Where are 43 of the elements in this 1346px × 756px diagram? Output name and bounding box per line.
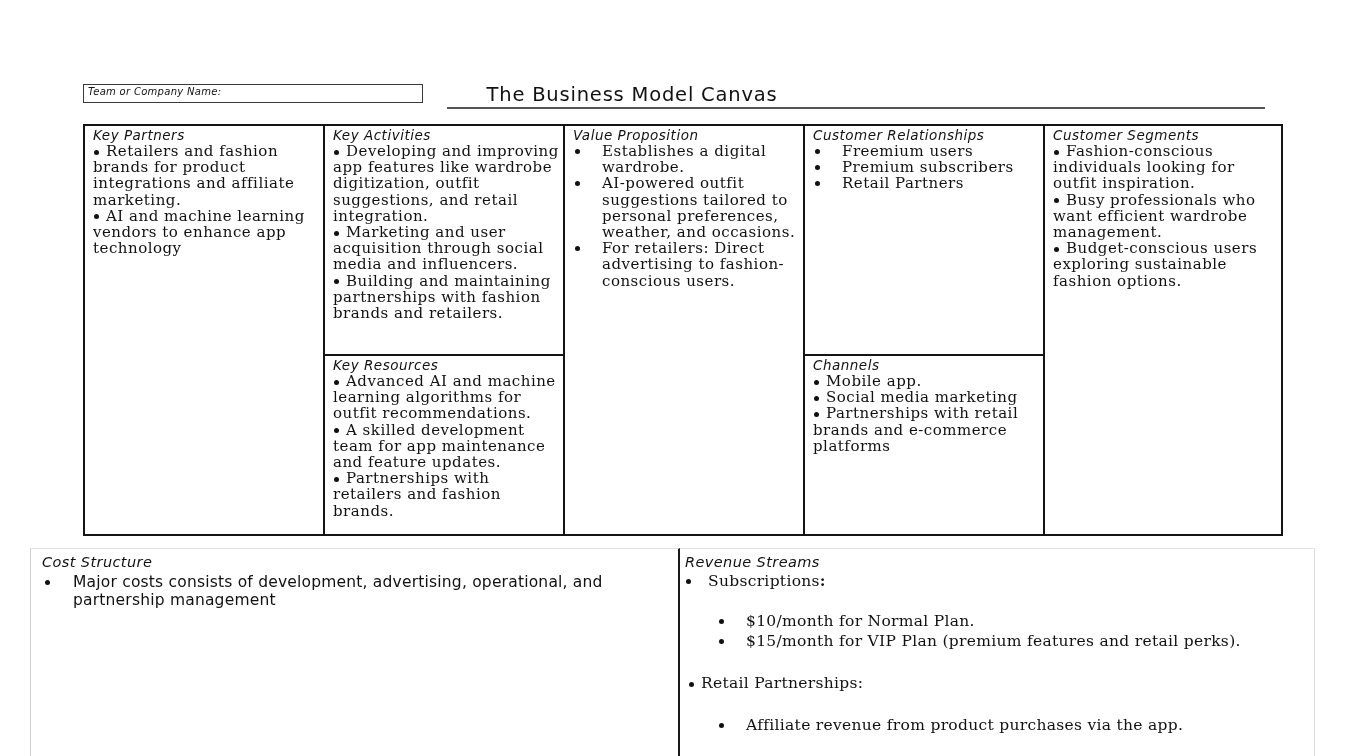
bullet-point: Retail Partnerships:: [685, 673, 1306, 693]
bullet-point: Subscriptions:: [685, 571, 1306, 591]
block-heading: Revenue Streams: [685, 553, 820, 571]
bullet-point: Developing and improving app features like wardrobe digitization, outfit suggestions, and retail integration.: [333, 143, 559, 224]
bullet-point: A skilled development team for app maintenance and feature updates.: [333, 421, 559, 471]
bullet-point: Freemium users: [813, 143, 1039, 160]
bullet-point: Advanced AI and machine learning algorithms for outfit recommendations.: [333, 373, 559, 422]
canvas-block: [1043, 124, 1283, 536]
bullet-point: Marketing and user acquisition through social media and influencers.: [333, 224, 559, 273]
block-heading: Key Activities: [333, 128, 431, 143]
block-heading: Customer Relationships: [813, 128, 985, 143]
block-heading: Key Resources: [333, 358, 439, 373]
bullet-point: Establishes a digital wardrobe.: [573, 143, 799, 176]
page-title: The Business Model Canvas: [486, 83, 778, 107]
bullet-point: Social media marketing: [813, 389, 1039, 406]
bullet-point: $10/month for Normal Plan.: [685, 611, 1306, 631]
bullet-point: Partnerships with retailers and fashion brands.: [333, 470, 559, 519]
bullet-point: Mobile app.: [813, 373, 1039, 390]
block-heading: Customer Segments: [1053, 128, 1200, 143]
name-field: [83, 84, 423, 103]
bullet-point: Building and maintaining partnerships with fashion brands and retailers.: [333, 272, 559, 322]
canvas-block: [83, 124, 325, 536]
bullet-point: Busy professionals who want efficient wardrobe management.: [1053, 191, 1277, 241]
bullet-point: AI and machine learning vendors to enhance app technology: [93, 207, 319, 257]
bullet-point: Fashion-conscious individuals looking for outfit inspiration.: [1053, 143, 1277, 192]
bullet-point: Major costs consists of development, advertising, operational, and partnership management: [42, 573, 670, 609]
block-heading: Key Partners: [93, 128, 185, 143]
bullet-point: $15/month for VIP Plan (premium features and retail perks).: [685, 631, 1306, 651]
bullet-point: AI-powered outfit suggestions tailored to personal preferences, weather, and occasions.: [573, 175, 799, 241]
block-heading: Value Proposition: [573, 128, 699, 143]
bullet-point: Partnerships with retail brands and e-commerce platforms: [813, 405, 1039, 454]
bullet-point: Retailers and fashion brands for product integrations and affiliate marketing.: [93, 143, 319, 208]
field-label: Team or Company Name:: [88, 86, 222, 98]
bullet-point: Premium subscribers: [813, 159, 1039, 176]
bullet-point: Affiliate revenue from product purchases via the app.: [685, 715, 1306, 735]
canvas-block: [563, 124, 805, 536]
canvas-section: [680, 548, 1315, 756]
canvas-section: [30, 548, 680, 756]
block-heading: Cost Structure: [42, 553, 153, 571]
block-heading: Channels: [813, 358, 880, 373]
bullet-point: Retail Partners: [813, 175, 1039, 192]
bullet-point: For retailers: Direct advertising to fashion-conscious users.: [573, 240, 799, 289]
bullet-point: Budget-conscious users exploring sustainable fashion options.: [1053, 240, 1277, 289]
